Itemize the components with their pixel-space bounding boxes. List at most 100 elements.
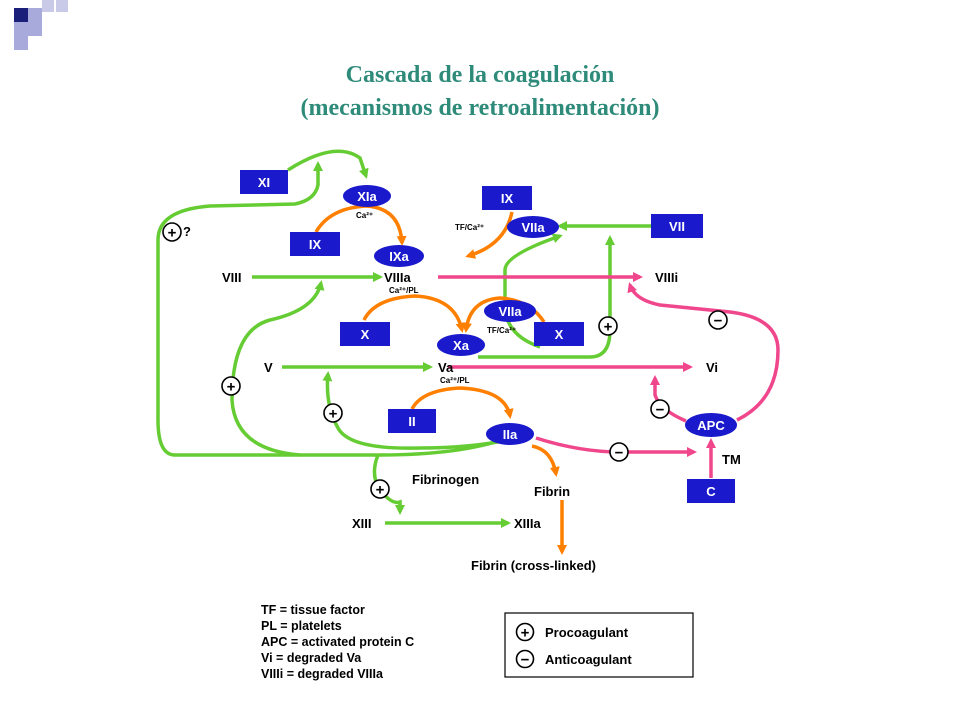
- label-viiii: VIIIi: [655, 270, 678, 285]
- deco-square: [42, 0, 54, 12]
- label-xiiia: XIIIa: [514, 516, 542, 531]
- arrow-iia-loop-viii: [230, 280, 325, 457]
- svg-text:+: +: [604, 319, 613, 336]
- arrow-x-to-xa: [362, 294, 466, 333]
- legend-def-viiii: VIIIi = degraded VIIIa: [261, 667, 384, 681]
- box-ix-top: [482, 186, 532, 210]
- arrow-ix-top: [465, 211, 514, 259]
- svg-text:−: −: [615, 445, 624, 462]
- box-xa-label: Xa: [453, 338, 470, 353]
- label-ca2: Ca²⁺: [356, 211, 373, 220]
- box-apc: [685, 413, 737, 437]
- label-ca-pl-1: Ca²⁺/PL: [389, 286, 419, 295]
- legend-procoagulant: Procoagulant: [545, 625, 629, 640]
- label-viiia: VIIIa: [384, 270, 412, 285]
- arrow-ii-to-iia: [410, 386, 514, 419]
- box-iia: [486, 423, 534, 445]
- label-ca-pl-2: Ca²⁺/PL: [440, 376, 470, 385]
- diagram-labels: Ca²⁺ TF/Ca²⁺ VIII VIIIa Ca²⁺/PL VIIIi TF…: [183, 211, 741, 573]
- box-viia-top: [507, 216, 559, 238]
- label-fibrinogen: Fibrinogen: [412, 472, 479, 487]
- plus-icon: +: [598, 316, 618, 336]
- arrow-xi-to-xia: [287, 149, 369, 179]
- svg-text:−: −: [521, 652, 530, 669]
- svg-text:+: +: [329, 406, 338, 423]
- box-vii-label: VII: [669, 219, 685, 234]
- deco-square: [28, 22, 42, 36]
- minus-icon: −: [650, 399, 670, 419]
- minus-icon: −: [515, 649, 535, 669]
- svg-text:−: −: [714, 313, 723, 330]
- minus-icon: −: [708, 310, 728, 330]
- feedback-symbols: + + + + + − − −: [162, 222, 728, 499]
- svg-text:+: +: [521, 625, 530, 642]
- box-apc-label: APC: [697, 418, 725, 433]
- box-iia-label: IIa: [503, 427, 518, 442]
- deco-square: [14, 8, 28, 22]
- plus-icon: +: [515, 622, 535, 642]
- label-va: Va: [438, 360, 454, 375]
- label-viii: VIII: [222, 270, 242, 285]
- box-viia-top-label: VIIa: [521, 220, 545, 235]
- box-xia: [343, 185, 391, 207]
- slide-title-line2: (mecanismos de retroalimentación): [300, 95, 660, 121]
- arrow-viia-feedback: [503, 233, 563, 349]
- arrow-apc-to-viiii: [627, 282, 780, 422]
- factor-boxes: XI XIa IX IXa IX VIIa VII X VIIa X Xa II…: [240, 170, 737, 503]
- svg-text:+: +: [168, 225, 177, 242]
- arrow-iia-loop-xi: [156, 161, 509, 457]
- label-tf-ca-top: TF/Ca²⁺: [455, 223, 484, 232]
- label-tf-ca-mid: TF/Ca²⁺: [487, 326, 516, 335]
- deco-square: [56, 0, 68, 12]
- legend-definitions: TF = tissue factor PL = platelets APC = …: [261, 603, 414, 681]
- box-c-label: C: [706, 484, 716, 499]
- box-xa: [437, 334, 485, 356]
- svg-text:+: +: [376, 482, 385, 499]
- box-ii-label: II: [408, 414, 415, 429]
- corner-decoration: [0, 0, 80, 60]
- box-c: [687, 479, 735, 503]
- legend-def-tf: TF = tissue factor: [261, 603, 365, 617]
- box-vii: [651, 214, 703, 238]
- label-fibrin: Fibrin: [534, 484, 570, 499]
- slide-title-line1: Cascada de la coagulación: [345, 62, 615, 88]
- box-x-right: [534, 322, 584, 346]
- legend-key-box: + Procoagulant − Anticoagulant: [504, 612, 694, 678]
- svg-text:−: −: [656, 402, 665, 419]
- box-viia-mid: [484, 300, 536, 322]
- legend-anticoagulant: Anticoagulant: [545, 652, 632, 667]
- minus-icon: −: [609, 442, 629, 462]
- label-fibrin-cross-linked: Fibrin (cross-linked): [471, 558, 596, 573]
- legend-def-vi: Vi = degraded Va: [261, 651, 362, 665]
- enzymatic-arrows: [314, 204, 567, 555]
- plus-icon: +: [323, 403, 343, 423]
- box-ix-left-label: IX: [309, 237, 322, 252]
- box-ii: [388, 409, 436, 433]
- box-xi-label: XI: [258, 175, 270, 190]
- box-x-right-label: X: [555, 327, 564, 342]
- box-x-left-label: X: [361, 327, 370, 342]
- deco-square: [14, 22, 28, 36]
- box-ix-top-label: IX: [501, 191, 514, 206]
- label-question: ?: [183, 224, 191, 239]
- legend-def-pl: PL = platelets: [261, 619, 342, 633]
- deco-square: [28, 8, 42, 22]
- box-ix-left: [290, 232, 340, 256]
- box-xia-label: XIa: [357, 189, 377, 204]
- plus-icon: +: [370, 479, 390, 499]
- box-ixa: [374, 245, 424, 267]
- plus-icon: +: [162, 222, 182, 242]
- plus-icon: +: [221, 376, 241, 396]
- label-tm: TM: [722, 452, 741, 467]
- deco-square: [14, 36, 28, 50]
- box-x-left: [340, 322, 390, 346]
- label-vi: Vi: [706, 360, 718, 375]
- arrow-fibrinogen-to-fibrin: [531, 444, 560, 477]
- svg-text:+: +: [227, 379, 236, 396]
- box-ixa-label: IXa: [389, 249, 409, 264]
- label-xiii: XIII: [352, 516, 372, 531]
- box-viia-mid-label: VIIa: [498, 304, 522, 319]
- legend-def-apc: APC = activated protein C: [261, 635, 414, 649]
- box-xi: [240, 170, 288, 194]
